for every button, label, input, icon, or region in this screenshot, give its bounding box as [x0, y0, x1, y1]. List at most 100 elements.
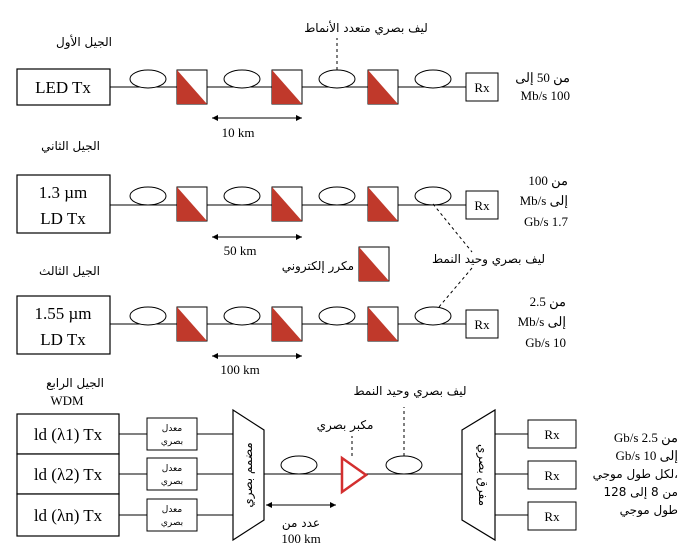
legend-fiber-pointer-upper: [432, 203, 473, 253]
gen4-mux: [232, 408, 265, 542]
gen2-repeater-fill: [272, 187, 302, 221]
gen1-fiber-coil: [129, 69, 167, 89]
legend-fiber-pointer-lower: [432, 267, 473, 315]
gen4-rx-box-1: [527, 419, 577, 449]
gen2-rate-line3: Gb/s 1.7: [524, 214, 569, 229]
legend: مكرر إلكتروني ليف بصري وحيد النمط: [282, 203, 545, 315]
gen4-tx-label-1: ld (λ1) Tx: [34, 425, 103, 444]
gen1-arrow-head-right: [296, 115, 302, 121]
gen2-fiber-coil: [318, 186, 356, 206]
gen4-tx-label-2: ld (λ2) Tx: [34, 465, 103, 484]
gen2-arrow-head-left: [212, 234, 218, 240]
gen1-rx-box: [465, 72, 499, 102]
gen2-fiber-coil: [129, 186, 167, 206]
gen1-tx-box: [16, 68, 111, 106]
gen2-repeater-fill: [368, 187, 398, 221]
gen4-arrow-head-left: [266, 502, 272, 508]
gen4-arrow-head-right: [330, 502, 336, 508]
gen2-fiber-coil: [414, 186, 452, 206]
gen4-rx-label-1: Rx: [544, 427, 560, 442]
gen3-tx-box: [16, 295, 111, 355]
gen4-fiber-coil: [280, 455, 318, 475]
gen2-tx-line1: 1.3 µm: [39, 183, 88, 202]
gen1-rate-line1: من 50 إلى: [515, 70, 570, 86]
gen4-spacing-line1: عدد من: [282, 516, 320, 531]
gen1-repeater-fill: [177, 70, 207, 104]
gen1-rate-line2: Mb/s 100: [521, 88, 570, 103]
gen4-demux-label: مفرق بصري: [475, 444, 490, 506]
gen2-spacing-label: 50 km: [224, 243, 257, 258]
gen4-modulator-2: [146, 457, 198, 491]
gen4-fiber-coil: [385, 455, 423, 475]
gen1-rx-label: Rx: [474, 80, 490, 95]
gen2-rx-label: Rx: [474, 198, 490, 213]
gen3-rx-label: Rx: [474, 317, 490, 332]
gen3-fiber-coil: [223, 306, 261, 326]
legend-single-mode-label: ليف بصري وحيد النمط: [432, 252, 545, 267]
gen4-spacing-line2: 100 km: [281, 531, 320, 546]
gen4-rate-line3: لكل طول موجي،: [593, 467, 678, 482]
gen4-rate-line5: طول موجي: [620, 503, 678, 518]
gen3-title: الجيل الثالث: [39, 264, 100, 278]
gen3-fiber-coil: [414, 306, 452, 326]
gen4-rx-box-2: [527, 460, 577, 490]
gen3-section: الجيل الثالث 1.55 µm LD Tx Rx 100 km 2.5…: [16, 264, 566, 377]
gen4-tx-label-3: ld (λn) Tx: [34, 506, 103, 525]
gen1-spacing-label: 10 km: [222, 125, 255, 140]
gen4-rate-line1: Gb/s 2.5 من: [614, 430, 678, 446]
gen1-fiber-coil: [318, 69, 356, 89]
gen3-arrow-head-right: [296, 353, 302, 359]
gen1-repeater-fill: [272, 70, 302, 104]
gen3-tx-line2: LD Tx: [40, 330, 86, 349]
gen1-fiber-coil: [223, 69, 261, 89]
gen1-tx-label: LED Tx: [35, 78, 91, 97]
gen4-amplifier-label: مكبر بصري: [317, 418, 374, 433]
gen2-tx-line2: LD Tx: [40, 209, 86, 228]
gen4-modulator-3-line2: بصري: [161, 518, 183, 528]
gen4-rx-label-3: Rx: [544, 509, 560, 524]
gen1-arrow-head-left: [212, 115, 218, 121]
gen3-repeater-fill: [368, 307, 398, 341]
gen4-modulator-3: [146, 498, 198, 532]
gen3-repeater-fill: [177, 307, 207, 341]
gen1-title: الجيل الأول: [56, 34, 112, 50]
gen1-repeater-fill: [368, 70, 398, 104]
gen4-tx-box-2: [16, 453, 120, 495]
legend-repeater-fill: [359, 247, 389, 281]
gen3-arrow-head-left: [212, 353, 218, 359]
gen2-section: الجيل الثاني 1.3 µm LD Tx Rx 50 km 100 م…: [16, 139, 569, 258]
gen3-spacing-label: 100 km: [220, 362, 259, 377]
gen4-fiber-label: ليف بصري وحيد النمط: [354, 384, 467, 399]
gen2-tx-box: [16, 174, 111, 234]
gen3-rate-line2: Mb/s إلى: [518, 314, 566, 330]
gen4-modulator-1-line1: معدل: [162, 424, 183, 434]
gen2-rx-box: [465, 190, 499, 220]
gen2-fiber-coil: [223, 186, 261, 206]
gen4-rx-box-3: [527, 501, 577, 531]
gen2-title: الجيل الثاني: [41, 139, 100, 153]
gen1-section: الجيل الأول LED Tx Rx ليف بصري متعدد الأ…: [16, 20, 570, 140]
gen2-rate-line1: 100 من: [528, 173, 568, 189]
gen4-rate-line4: من 8 إلى 128: [603, 485, 678, 500]
gen3-fiber-coil: [129, 306, 167, 326]
legend-repeater-label: مكرر إلكتروني: [282, 259, 354, 274]
gen3-tx-line1: 1.55 µm: [34, 304, 91, 323]
gen3-rate-line3: Gb/s 10: [525, 335, 566, 350]
gen3-fiber-coil: [318, 306, 356, 326]
gen4-modulator-1-line2: بصري: [161, 437, 183, 447]
gen4-subtitle: WDM: [50, 393, 84, 408]
gen4-modulator-3-line1: معدل: [162, 505, 183, 515]
gen4-amplifier: [340, 455, 369, 495]
gen1-fiber-label: ليف بصري متعدد الأنماط: [304, 20, 428, 36]
gen4-tx-box-3: [16, 493, 120, 537]
gen4-modulator-2-line1: معدل: [162, 464, 183, 474]
gen2-rate-line2: Mb/s إلى: [520, 193, 568, 209]
gen2-repeater-fill: [177, 187, 207, 221]
gen3-rx-box: [465, 309, 499, 339]
gen3-rate-line1: 2.5 من: [530, 294, 566, 310]
gen4-demux: [461, 408, 496, 542]
gen4-mux-label: مضمم بصري: [241, 442, 256, 507]
gen3-repeater-fill: [272, 307, 302, 341]
gen4-section: الجيل الرابع WDM ld (λ1) Tx ld (λ2) Tx l…: [16, 376, 678, 546]
